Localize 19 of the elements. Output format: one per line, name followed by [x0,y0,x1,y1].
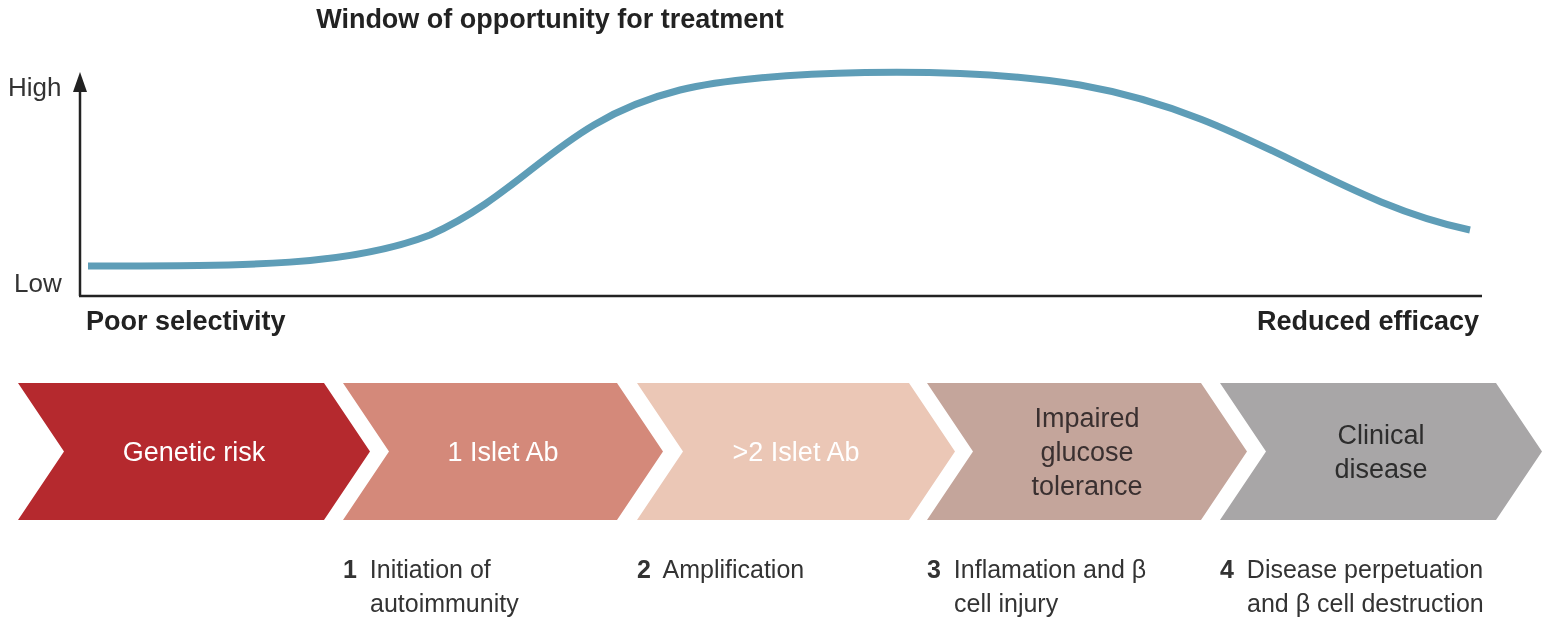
axis-end-label: Poor selectivity [86,306,286,337]
stage-label: 1 Islet Ab [446,435,560,469]
stage-label: >2 Islet Ab [731,435,861,469]
axis-label: High [8,72,62,103]
stage-banner [637,383,955,520]
stage-description: 3 Inflamation and β cell injury [927,554,1148,619]
stage-banner [1220,383,1542,520]
stage-description: 1 Initiation of autoimmunity [343,554,520,619]
stage-banner [18,383,370,520]
stage-description: 2 Amplification [637,554,806,585]
stage-label: Clinical disease [1333,418,1429,486]
axis-label: Low [14,268,62,299]
stage-banner [343,383,663,520]
chart-title: Window of opportunity for treatment [315,4,785,35]
stage-label: Impaired glucose tolerance [1030,401,1144,503]
stage-description: 4 Disease perpetuation and β cell destruction [1220,554,1485,619]
axis-end-label: Reduced efficacy [1256,306,1479,337]
stage-label: Genetic risk [121,435,267,469]
stage-banner [927,383,1247,520]
